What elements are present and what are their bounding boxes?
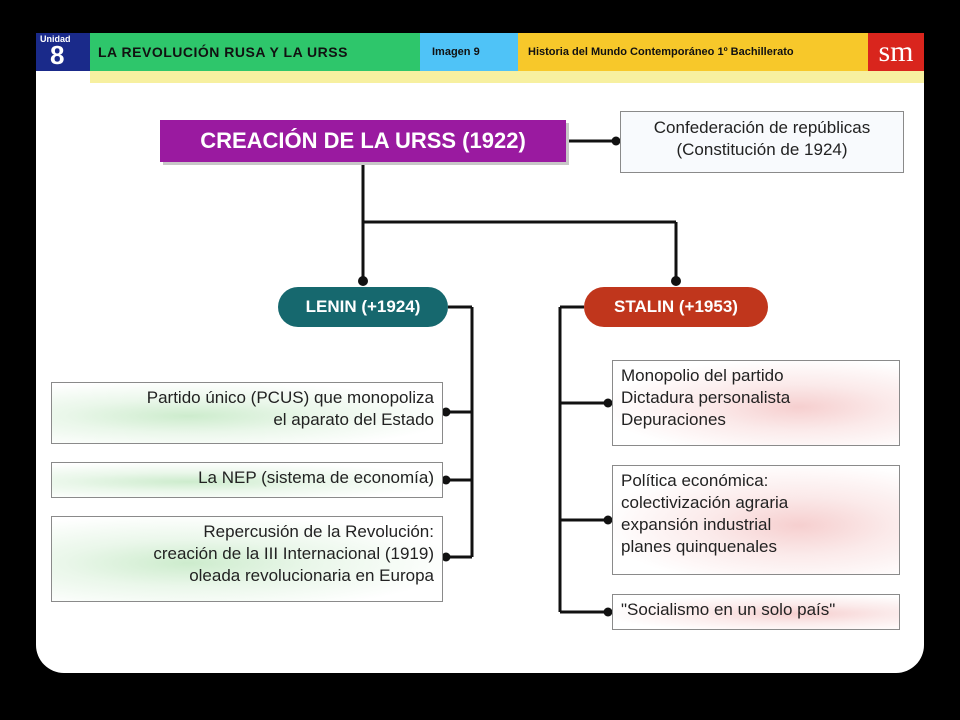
- stalin-item-socialism: "Socialismo en un solo país": [612, 594, 900, 630]
- unit-badge: Unidad 8: [36, 33, 90, 71]
- item-line: "Socialismo en un solo país": [621, 600, 836, 619]
- item-line: colectivización agraria: [621, 493, 789, 512]
- item-line: Partido único (PCUS) que monopoliza: [146, 388, 434, 407]
- lenin-item-nep: La NEP (sistema de economía): [51, 462, 443, 498]
- confederation-box: Confederación de repúblicas (Constitució…: [620, 111, 904, 173]
- unit-title: LA REVOLUCIÓN RUSA Y LA URSS: [90, 33, 420, 71]
- item-line: La NEP (sistema de economía): [198, 468, 434, 487]
- item-line: Depuraciones: [621, 410, 726, 429]
- image-label: Imagen 9: [420, 33, 518, 71]
- item-line: planes quinquenales: [621, 537, 777, 556]
- item-line: oleada revolucionaria en Europa: [189, 566, 434, 585]
- stalin-item-party: Monopolio del partido Dictadura personal…: [612, 360, 900, 446]
- lenin-item-party: Partido único (PCUS) que monopoliza el a…: [51, 382, 443, 444]
- item-line: Política económica:: [621, 471, 769, 490]
- item-line: creación de la III Internacional (1919): [153, 544, 434, 563]
- item-line: Monopolio del partido: [621, 366, 784, 385]
- confederation-line1: Confederación de repúblicas: [653, 118, 871, 137]
- book-title: Historia del Mundo Contemporáneo 1º Bach…: [518, 33, 868, 71]
- confederation-line2: (Constitución de 1924): [676, 140, 848, 159]
- unit-label: Unidad: [40, 34, 71, 44]
- lenin-item-repercussion: Repercusión de la Revolución: creación d…: [51, 516, 443, 602]
- item-line: expansión industrial: [621, 515, 772, 534]
- stalin-item-economy: Política económica: colectivización agra…: [612, 465, 900, 575]
- stalin-node: STALIN (+1953): [584, 287, 768, 327]
- item-line: el aparato del Estado: [273, 410, 434, 429]
- lenin-node: LENIN (+1924): [278, 287, 448, 327]
- item-line: Repercusión de la Revolución:: [203, 522, 434, 541]
- main-title-box: CREACIÓN DE LA URSS (1922): [160, 120, 566, 162]
- unit-number: 8: [50, 40, 65, 70]
- connector-lines: [358, 136, 681, 617]
- header-stripe: [90, 71, 924, 83]
- slide: Unidad 8 LA REVOLUCIÓN RUSA Y LA URSS Im…: [36, 33, 924, 673]
- sm-logo: sm: [868, 33, 924, 71]
- header-bar: Unidad 8 LA REVOLUCIÓN RUSA Y LA URSS Im…: [36, 33, 924, 71]
- item-line: Dictadura personalista: [621, 388, 791, 407]
